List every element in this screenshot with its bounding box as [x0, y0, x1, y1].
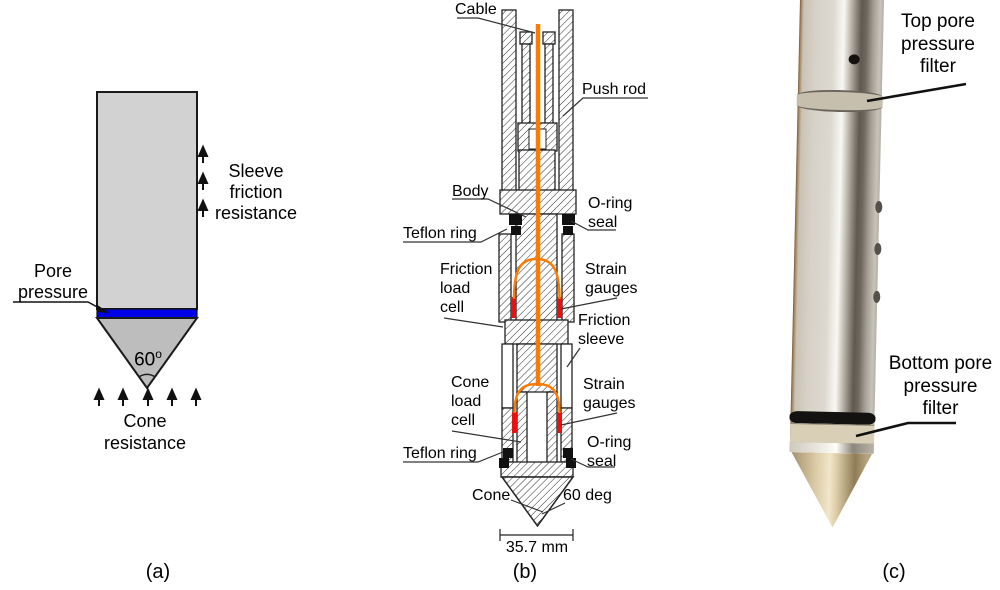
- oring-seal-top-label: O-ring seal: [588, 195, 633, 231]
- strain-gauges-top-label: Strain gauges: [585, 261, 638, 297]
- cone-angle-label: 60o: [134, 347, 162, 371]
- top-pore-filter-label: Top pore pressure filter: [901, 11, 975, 77]
- housing-wall-white-right: [560, 343, 573, 409]
- cone-load-cell-column: [516, 343, 558, 393]
- cone-label: Cone: [472, 487, 511, 504]
- conduit-bar: [544, 43, 554, 125]
- probe-cone-tip: [788, 452, 874, 530]
- friction-sleeve-label: Friction sleeve: [578, 312, 631, 348]
- conduit-foot-block: [517, 122, 558, 152]
- caption-a: (a): [145, 561, 171, 583]
- teflon-ring-top-label: Teflon ring: [403, 225, 477, 242]
- strain-gauge-bars: [511, 297, 562, 433]
- bottom-pore-filter-label: Bottom pore pressure filter: [888, 353, 993, 419]
- probe-cylinder: [789, 0, 885, 453]
- conduit-bar: [521, 43, 531, 125]
- housing-wall-white-left: [501, 343, 514, 409]
- panel-b-section: [498, 9, 577, 541]
- panel-a-pore-band: [96, 308, 198, 319]
- panel-a-schematic: [13, 91, 209, 406]
- push-rod-label: Push rod: [582, 81, 647, 98]
- body-label: Body: [452, 183, 489, 200]
- cone-load-cell-wall-right: [546, 391, 558, 478]
- cable-label: Cable: [455, 1, 497, 18]
- conduit-flange: [519, 31, 533, 45]
- conduit-flange: [542, 31, 556, 45]
- pore-leader: [13, 301, 102, 310]
- friction-sleeve-left: [498, 233, 512, 323]
- oring-seal-bottom-label: O-ring seal: [587, 434, 632, 470]
- sleeve-friction-label: Sleeve friction resistance: [214, 161, 298, 223]
- cone-shoulder: [500, 461, 574, 478]
- push-rod-right-wall: [558, 9, 574, 197]
- conduit-slot: [528, 128, 547, 150]
- tip-angle-label: 60 deg: [563, 487, 612, 504]
- body-block: [499, 189, 577, 215]
- panel-a-body: [96, 91, 198, 310]
- body-neck: [518, 149, 556, 197]
- load-cell-block: [504, 319, 569, 345]
- strain-gauges-bottom-label: Strain gauges: [583, 376, 636, 412]
- friction-load-cell-label: Friction load cell: [440, 261, 493, 316]
- probe-photo: [788, 0, 885, 539]
- cable-wire: [512, 24, 561, 414]
- pore-pressure-label: Pore pressure: [17, 261, 89, 302]
- cone-load-cell-label: Cone load cell: [451, 374, 490, 429]
- cone-resistance-arrows: [93, 387, 202, 406]
- edge-notch: [875, 200, 883, 214]
- housing-wall-right: [560, 407, 573, 463]
- caption-b: (b): [512, 561, 538, 583]
- edge-notch: [874, 242, 882, 256]
- caption-c: (c): [882, 561, 906, 583]
- pore-leader-arrowhead: [96, 304, 109, 313]
- edge-notch: [873, 290, 881, 304]
- teflon-ring-bottom-label: Teflon ring: [403, 445, 477, 462]
- push-rod-left-wall: [501, 9, 517, 197]
- housing-wall-left: [501, 407, 514, 463]
- friction-load-cell-column: [515, 213, 558, 323]
- friction-sleeve-right: [561, 233, 575, 323]
- top-pore-filter-band: [796, 89, 883, 114]
- tip-diameter-label: 35.7 mm: [505, 539, 569, 556]
- metal-ring: [789, 442, 874, 454]
- cone-resistance-label: Cone resistance: [103, 411, 187, 453]
- cone-load-cell-wall-left: [516, 391, 528, 478]
- seals: [499, 214, 576, 468]
- angle-arc: [138, 373, 156, 378]
